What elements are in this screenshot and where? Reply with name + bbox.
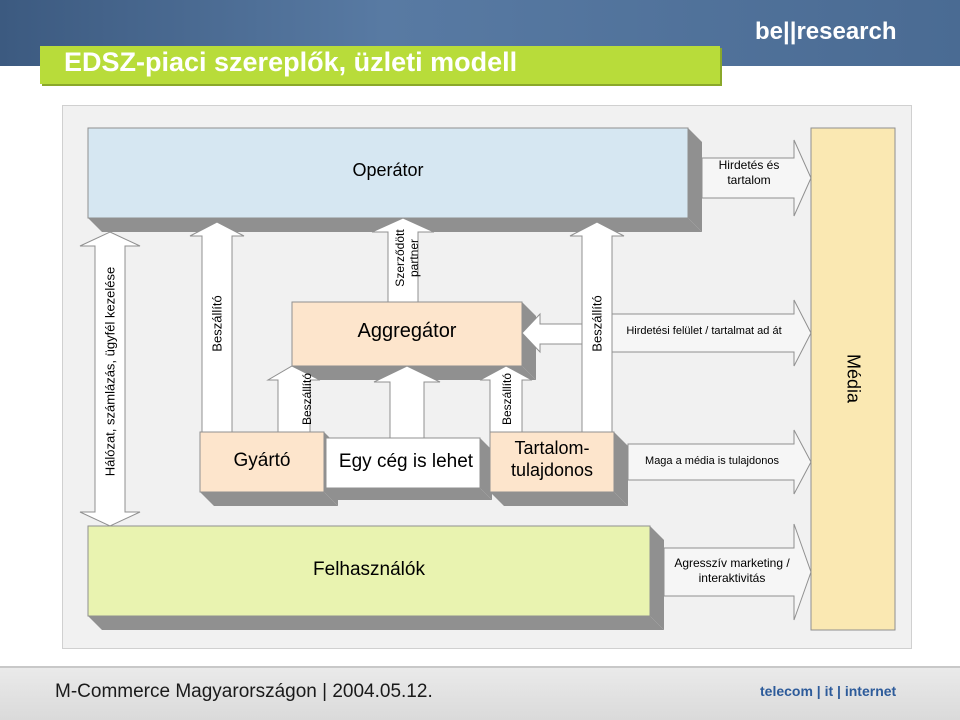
contracted-partner-arrow bbox=[371, 217, 435, 303]
content-owner-supplier-label: Beszállító bbox=[589, 295, 605, 352]
users-label: Felhasználók bbox=[313, 559, 425, 580]
aggregator-label: Aggregátor bbox=[357, 320, 457, 342]
ads-content-arrow bbox=[701, 139, 812, 217]
content-owner-label: Tartalom- tulajdonos bbox=[510, 438, 594, 480]
media-box bbox=[810, 127, 896, 631]
users-box bbox=[87, 525, 664, 630]
footer-bar bbox=[0, 666, 960, 720]
manufacturer-to-aggregator-label: Beszállító bbox=[300, 372, 314, 426]
manufacturer-supplier-label: Beszállító bbox=[209, 295, 225, 352]
bellresearch-logo: be||research bbox=[755, 18, 897, 45]
ad-surface-label: Hirdetési felület / tartalmat ad át bbox=[626, 325, 782, 337]
one-company-arrow bbox=[373, 365, 441, 439]
media-label: Média bbox=[843, 353, 864, 404]
content-owner-to-aggregator-label: Beszállító bbox=[500, 372, 514, 426]
aggressive-marketing-label: Agresszív marketing / interaktivitás bbox=[674, 556, 790, 585]
operator-box bbox=[87, 127, 702, 232]
content-to-aggregator-arrow bbox=[521, 312, 583, 354]
one-company-box bbox=[325, 437, 492, 500]
media-owner-label: Maga a média is tulajdonos bbox=[645, 455, 779, 467]
footer-text: M-Commerce Magyarországon | 2004.05.12. bbox=[55, 681, 433, 702]
manufacturer-label: Gyártó bbox=[233, 450, 291, 471]
page-title: EDSZ-piaci szereplők, üzleti modell bbox=[64, 47, 518, 77]
ad-surface-arrow bbox=[611, 299, 812, 367]
network-label: Hálózat, számlázás, ügyfél kezelése bbox=[102, 266, 118, 477]
footer-logo: telecom | it | internet bbox=[760, 683, 897, 699]
content-owner-box bbox=[489, 431, 628, 506]
title-box bbox=[40, 46, 720, 84]
one-company-label: Egy cég is lehet bbox=[338, 451, 474, 472]
operator-label: Operátor bbox=[352, 160, 424, 180]
media-owner-arrow bbox=[627, 429, 812, 495]
aggregator-box bbox=[291, 301, 536, 380]
aggressive-marketing-arrow bbox=[663, 523, 812, 621]
ads-content-label: Hirdetés és tartalom bbox=[718, 158, 780, 187]
contracted-partner-label: Szerződött partner bbox=[393, 229, 421, 287]
